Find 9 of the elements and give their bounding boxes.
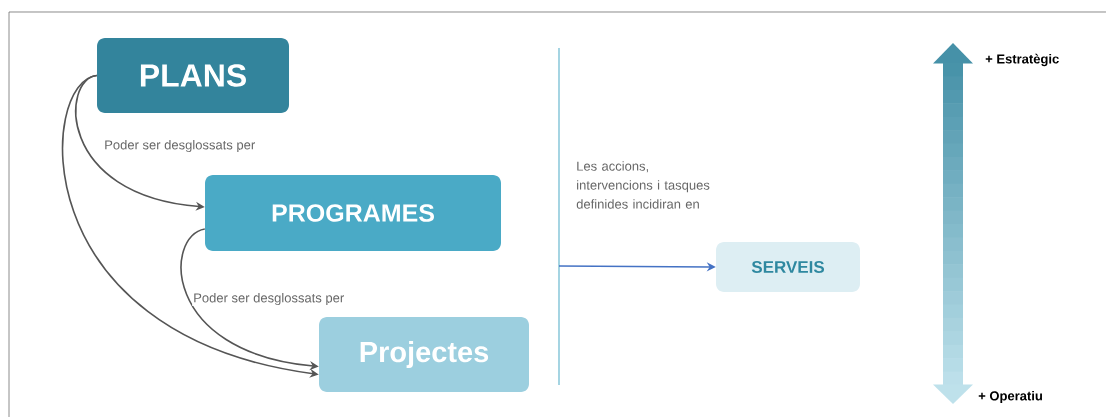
edge-label: Poder ser desglossats per bbox=[103, 138, 257, 154]
scale-label: + Operatiu bbox=[978, 390, 1042, 404]
process-box: SERVEIS bbox=[716, 242, 860, 292]
edge-label: Les accions, intervencions i tasques definides incidiran en bbox=[575, 160, 728, 210]
process-box: Projectes bbox=[319, 317, 529, 392]
scale-label: + Estratègic bbox=[985, 53, 1059, 67]
process-box: PROGRAMES bbox=[205, 175, 501, 251]
edge-label: Poder ser desglossats per bbox=[192, 291, 346, 307]
process-box: PLANS bbox=[97, 38, 289, 113]
